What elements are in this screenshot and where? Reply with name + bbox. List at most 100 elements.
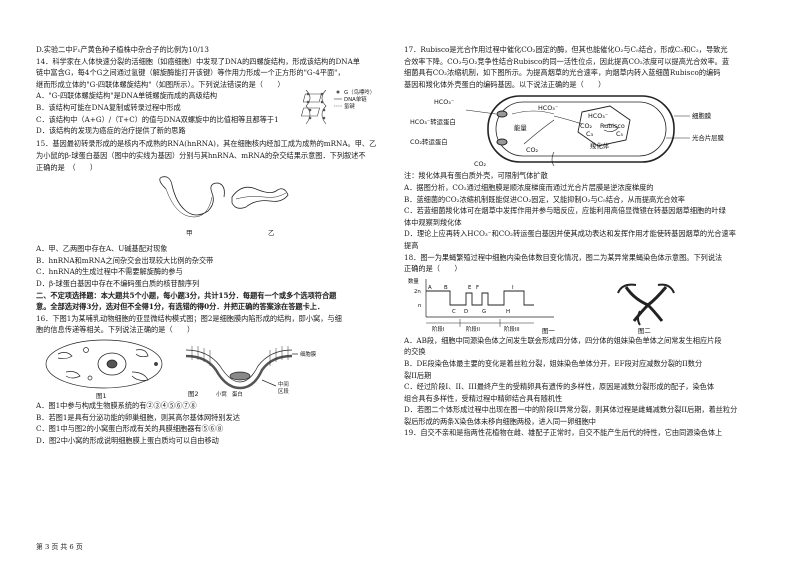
- carboxysome-shape: [577, 105, 631, 147]
- label-co2-carboxysome: CO₂: [580, 122, 592, 130]
- cell-membrane-label: 细胞膜: [300, 350, 317, 358]
- label-co2-transporter: CO₂转运蛋白: [410, 137, 448, 146]
- point-g: G: [482, 309, 486, 315]
- figure1-label: 图一: [542, 327, 555, 335]
- ylabel-quantity: 数量: [408, 277, 419, 285]
- q18-stem-line1: 18．图一为果蝇繁殖过程中细胞内染色体数目变化情况，图二为某异常果蝇染色体示意图…: [404, 252, 723, 262]
- label-cell-membrane: 细胞膜: [692, 111, 712, 120]
- legend-hbond: 氢键: [344, 102, 355, 110]
- stage-2: 阶段II: [466, 325, 480, 333]
- label-hco3-inner: HCO₃⁻: [538, 104, 558, 112]
- q17-option-d-line2: 提高: [404, 240, 419, 250]
- figure1-graph: [425, 278, 554, 327]
- figure1-label: 图1: [96, 392, 107, 400]
- cell-diagram: [45, 339, 163, 389]
- q17-stem-line4: 基因和羧化体外壳蛋白的编码基因。以下说法正确的是（ ）: [404, 79, 606, 89]
- q14-option-d: D．该结构的发现为癌症的治疗提供了新的思路: [36, 126, 186, 136]
- q16-option-b: B．若图1是具有分泌功能的卵巢细胞，则其高尔基体网特别发达: [36, 412, 240, 422]
- q18-option-c-line2: 组合具有多样性，受精过程中精卵结合具有随机性: [404, 393, 563, 403]
- q14-options-with-figure: A．"G-四联体螺旋结构"是DNA单链螺旋而成的高级结构 B．该结构可能在DNA…: [36, 88, 396, 138]
- q16-option-d: D．图2中小窝的形成说明细胞膜上蛋白质均可以自由移动: [36, 435, 219, 445]
- label-hco3-outer: HCO₃⁻: [434, 98, 454, 106]
- q15-stem-line2: 为小鼠的β-球蛋白基因（图中的实线为基因）分别与其hnRNA、mRNA的杂交结果…: [36, 150, 366, 160]
- label-co2-outer: CO₂: [474, 160, 486, 168]
- q14-stem-line3: 继而形成立体的"G-四联体螺旋结构"（如图所示）。下列说法错误的是（ ）: [36, 79, 285, 89]
- figure2-chromosomes: [617, 283, 675, 326]
- caveola-label: 小窝: [216, 390, 227, 398]
- point-c: C: [452, 309, 456, 315]
- q15-option-d: D．β-球蛋白基因中存在不编码蛋白质的核苷酸序列: [36, 278, 200, 288]
- label-co2-inner: CO₂: [526, 146, 538, 154]
- q15-stem-line3: 正确的是 （ ）: [36, 162, 98, 172]
- page-footer: 第 3 页 共 6 页: [36, 543, 83, 551]
- label-c3: C₃: [586, 130, 593, 138]
- q15-option-b: B．hnRNA和mRNA之间杂交会出现较大比例的杂交带: [36, 255, 214, 265]
- q17-option-a: A．据图分析，CO₂通过细胞膜是顺浓度梯度而通过光合片层膜是逆浓度梯度的: [404, 182, 654, 192]
- q14-option-a: A．"G-四联体螺旋结构"是DNA单链螺旋而成的高级结构: [36, 91, 218, 101]
- q18-option-c-line1: C．经过阶段I、II、III最终产生的受精卵具有遗传的多样性，原因是减数分裂形成…: [404, 382, 715, 392]
- point-a: A: [428, 285, 432, 291]
- point-b: B: [444, 285, 448, 291]
- q19-stem-line1: 19．自交不亲和是指两性花植物在雌、雄配子正常时，自交不能产生后代的特性，它由同…: [404, 428, 723, 438]
- segment-label: 区段: [278, 387, 289, 395]
- q14-stem-line2: 链中富含G，每4个G之间通过氢键（解旋酶能打开该键）等作用力形成一个正方形的"G…: [36, 68, 345, 78]
- label-energy: 能量: [514, 123, 527, 132]
- label-hco3-transporter: HCO₃⁻转运蛋白: [410, 117, 456, 126]
- ylabel-n: n: [418, 303, 421, 309]
- point-i: I: [512, 285, 514, 291]
- q15-hybrid-figure: 甲 乙: [36, 173, 396, 243]
- cell-membrane-outline: [487, 95, 675, 164]
- q18-option-d-line1: D．若图二个体形成过程中出现在图一中的阶段II异常分裂，则其体过程是雌蝇减数分裂…: [404, 405, 738, 415]
- q14-option-b: B．该结构可能在DNA复制或转录过程中形成: [36, 102, 181, 112]
- q17-note: 注：羧化体具有蛋白质外壳，可限制气体扩散: [404, 171, 548, 181]
- figure2-label: 图2: [188, 390, 199, 398]
- q15-option-c: C．hnRNA的生成过程中不需要解旋酶的参与: [36, 267, 183, 277]
- point-d: D: [464, 309, 468, 315]
- q18-stem-line2: 正确的是（ ）: [404, 264, 462, 274]
- q18-option-a-line2: 的交换: [404, 347, 426, 357]
- g-quadruplex-figure: G（鸟嘌呤） DNA单链 氢键: [301, 88, 375, 125]
- q18-option-d-line2: 裂后形成的两条X染色体未移向细胞两极，进入同一卵细胞中: [404, 416, 596, 426]
- q17-cyanobacteria-figure: HCO₃⁻ HCO₃⁻转运蛋白 CO₂转运蛋白 CO₂ HCO₃⁻ HCO₃⁻ …: [404, 90, 770, 170]
- point-h: H: [506, 309, 510, 315]
- figure-label-jia: 甲: [186, 229, 193, 237]
- figure-label-yi: 乙: [268, 229, 275, 237]
- q14-option-c: C．该结构中（A+G）/（T+C）的值与DNA双螺旋中的比值相等且都等于1: [36, 114, 279, 124]
- label-carboxysome: 羧化体: [590, 141, 610, 150]
- section2-heading-line1: 二、不定项选择题：本大题共5个小题，每小题3分，共计15分．每题有一个或多个选项…: [36, 290, 337, 300]
- label-thylakoid-membrane: 光合片层膜: [692, 133, 725, 142]
- q17-option-c-line2: 体中观察到羧化体: [404, 217, 462, 227]
- q16-stem-line1: 16．下图1为某哺乳动物细胞的亚显微结构模式图；图2是细胞膜内陷形成的结构，即小…: [36, 313, 342, 323]
- section2-heading-line2: 意。全部选对得3分，选对但不全得1分，有选错的得0分．并把正确的答案涂在答题卡上…: [36, 302, 325, 312]
- q17-option-c-line1: C．若蓝细菌羧化体可在烟草中发挥作用并参与暗反应，应能利用高倍显微镜在转基因烟草…: [404, 206, 726, 216]
- q18-option-b-line1: B．DE段染色体最主要的变化是着丝粒分裂，姐妹染色单体分开，EF段对应减数分裂的…: [404, 358, 703, 368]
- right-column: 17．Rubisco是光合作用过程中催化CO₂固定的酶，但其也能催化O₂与C₅结…: [404, 44, 770, 439]
- q15-option-a: A．甲、乙两图中存在A、U碱基配对现象: [36, 244, 168, 254]
- q14-stem-line1: 14．科学家在人体快速分裂的活细胞（如癌细胞）中发现了DNA的四螺旋结构，形成该…: [36, 56, 360, 66]
- middle-label: 中间: [278, 380, 289, 388]
- q17-option-d-line1: D．理论上应再转入HCO₃⁻和CO₂转运蛋白基因并使其成功表达和发挥作用才能使转…: [404, 229, 736, 239]
- caveolin-label: 蛋白: [232, 390, 243, 398]
- q17-stem-line2: 合效率下降。CO₂与O₂竞争性结合Rubisco的同一活性位点，因此提高CO₂浓…: [404, 56, 730, 66]
- caveolae-diagram: [185, 345, 298, 390]
- q17-stem-line3: 细菌具有CO₂浓缩机制，如下图所示。为提高烟草的光合速率，向烟草内转入蓝细菌Ru…: [404, 68, 721, 78]
- stage-3: 阶段III: [504, 325, 520, 333]
- point-f: F: [476, 285, 479, 291]
- label-rubisco: Rubisco: [600, 122, 625, 130]
- q17-stem-line1: 17．Rubisco是光合作用过程中催化CO₂固定的酶，但其也能催化O₂与C₅结…: [404, 45, 728, 54]
- label-hco3-carboxysome: HCO₃⁻: [588, 112, 608, 120]
- legend-dna: DNA单链: [344, 95, 367, 103]
- figure1-text: 数量 2n n A B E F I C D G H 阶段I 阶段II 阶段III: [408, 277, 520, 333]
- q17-option-b: B．蓝细菌的CO₂浓缩机制既能促进CO₂固定，又能抑制O₂与C₅结合，从而提高光…: [404, 194, 685, 204]
- q16-option-c: C．图1中与图2的小窝蛋白形成有关的具膜细胞器有⑤⑥⑧: [36, 424, 224, 434]
- q18-option-b-line2: 裂II后期: [404, 370, 432, 380]
- q18-chromosome-figure: 数量 2n n A B E F I C D G H 阶段I 阶段II 阶段III…: [404, 275, 770, 335]
- q16-stem-line2: 胞的信息传递等相关。下列说法正确的是（ ）: [36, 325, 195, 335]
- q16-cell-figure: 细胞膜 小窝 蛋白 中间 区段 图1 图2: [36, 336, 396, 400]
- q16-option-a: A．图1中参与构成生物膜系统的有②③④⑤⑥⑦⑧: [36, 400, 197, 410]
- label-c5: C₅: [616, 130, 623, 138]
- q13-option-d: D.实验二中F₁产黄色种子植株中杂合子的比例为10/13: [36, 45, 209, 54]
- left-column: D.实验二中F₁产黄色种子植株中杂合子的比例为10/13 14．科学家在人体快速…: [36, 44, 396, 446]
- q15-stem-line1: 15．基因最初转录形成的是核内不成熟的RNA(hnRNA)，其在细胞核内经加工成…: [36, 139, 377, 149]
- ylabel-2n: 2n: [414, 289, 421, 295]
